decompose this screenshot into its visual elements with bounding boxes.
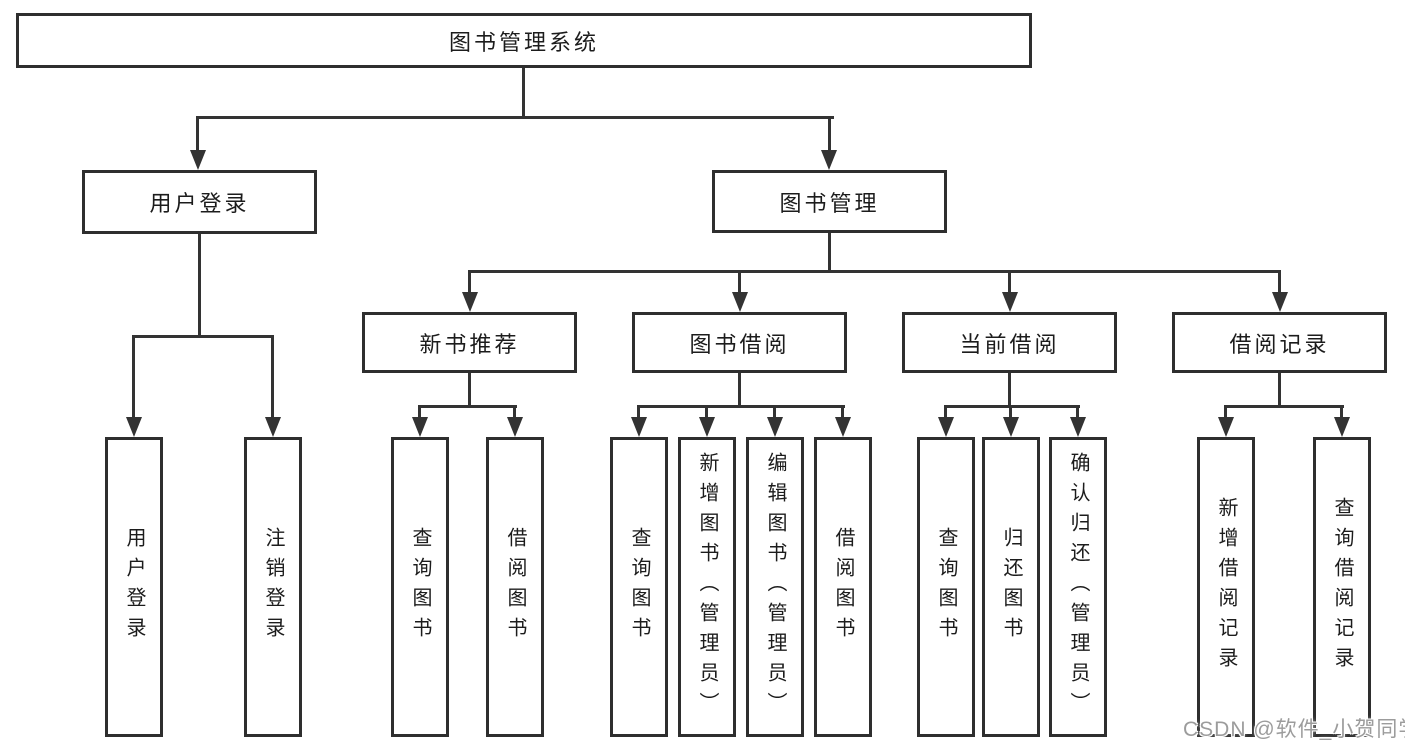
connector-line <box>1008 272 1011 294</box>
node-borrow-records: 借阅记录 <box>1172 312 1387 373</box>
connector-line <box>1278 373 1281 407</box>
connector-line <box>1076 407 1079 419</box>
arrow-down-icon <box>507 417 523 437</box>
connector-line <box>944 405 1080 408</box>
arrow-down-icon <box>126 417 142 437</box>
watermark: CSDN @软件_小贺同学 <box>1183 718 1405 741</box>
node-label: 查询图书 <box>409 527 431 647</box>
connector-line <box>1009 407 1012 419</box>
node-label: 编辑图书（管理员） <box>764 452 786 722</box>
node-label: 查询借阅记录 <box>1331 497 1353 677</box>
node-leaf-borrow-books: 借阅图书 <box>814 437 872 737</box>
connector-line <box>738 373 741 407</box>
connector-line <box>468 270 1281 273</box>
connector-line <box>828 118 831 152</box>
connector-line <box>637 407 640 419</box>
connector-line <box>468 272 471 294</box>
node-leaf-borrow-books-recommend: 借阅图书 <box>486 437 544 737</box>
arrow-down-icon <box>1218 417 1234 437</box>
connector-line <box>944 407 947 419</box>
node-leaf-confirm-return-admin: 确认归还（管理员） <box>1049 437 1107 737</box>
node-label: 注销登录 <box>262 527 284 647</box>
connector-line <box>773 407 776 419</box>
connector-line <box>1224 405 1344 408</box>
node-leaf-add-books-admin: 新增图书（管理员） <box>678 437 736 737</box>
connector-line <box>1278 272 1281 294</box>
arrow-down-icon <box>732 292 748 312</box>
node-label: 确认归还（管理员） <box>1067 452 1089 722</box>
node-label: 归还图书 <box>1000 527 1022 647</box>
arrow-down-icon <box>1334 417 1350 437</box>
node-leaf-add-borrow-record: 新增借阅记录 <box>1197 437 1255 737</box>
node-leaf-query-borrow-record: 查询借阅记录 <box>1313 437 1371 737</box>
arrow-down-icon <box>1070 417 1086 437</box>
arrow-down-icon <box>1003 417 1019 437</box>
arrow-down-icon <box>412 417 428 437</box>
node-current-borrow: 当前借阅 <box>902 312 1117 373</box>
node-label: 借阅图书 <box>832 527 854 647</box>
node-label: 当前借阅 <box>959 331 1060 357</box>
connector-line <box>705 407 708 419</box>
node-label: 借阅记录 <box>1229 331 1330 357</box>
arrow-down-icon <box>1272 292 1288 312</box>
node-new-book-recommend: 新书推荐 <box>362 312 577 373</box>
node-label: 用户登录 <box>123 527 145 647</box>
connector-line <box>1008 373 1011 407</box>
connector-line <box>522 68 525 118</box>
connector-line <box>132 337 135 419</box>
connector-line <box>1340 407 1343 419</box>
connector-line <box>637 405 845 408</box>
connector-line <box>198 234 201 337</box>
connector-line <box>132 335 274 338</box>
arrow-down-icon <box>1002 292 1018 312</box>
node-leaf-query-books-current: 查询图书 <box>917 437 975 737</box>
connector-line <box>738 272 741 294</box>
node-leaf-query-books-borrow: 查询图书 <box>610 437 668 737</box>
arrow-down-icon <box>190 150 206 170</box>
node-root-label: 图书管理系统 <box>448 29 599 55</box>
node-label: 新书推荐 <box>419 331 520 357</box>
arrow-down-icon <box>835 417 851 437</box>
node-label: 用户登录 <box>149 191 250 216</box>
node-label: 图书管理 <box>779 190 880 216</box>
node-label: 查询图书 <box>935 527 957 647</box>
arrow-down-icon <box>462 292 478 312</box>
connector-line <box>841 407 844 419</box>
arrow-down-icon <box>631 417 647 437</box>
node-book-borrow: 图书借阅 <box>632 312 847 373</box>
arrow-down-icon <box>938 417 954 437</box>
arrow-down-icon <box>699 417 715 437</box>
node-leaf-return-books: 归还图书 <box>982 437 1040 737</box>
arrow-down-icon <box>821 150 837 170</box>
node-label: 新增图书（管理员） <box>696 452 718 722</box>
connector-line <box>271 337 274 419</box>
node-leaf-logout: 注销登录 <box>244 437 302 737</box>
connector-line <box>418 407 421 419</box>
node-label: 借阅图书 <box>504 527 526 647</box>
node-label: 图书借阅 <box>689 331 790 357</box>
node-leaf-query-books-recommend: 查询图书 <box>391 437 449 737</box>
connector-line <box>513 407 516 419</box>
connector-line <box>1224 407 1227 419</box>
node-leaf-edit-books-admin: 编辑图书（管理员） <box>746 437 804 737</box>
node-leaf-user-login: 用户登录 <box>105 437 163 737</box>
arrow-down-icon <box>265 417 281 437</box>
node-user-login: 用户登录 <box>82 170 317 234</box>
connector-line <box>468 373 471 407</box>
connector-line <box>418 405 517 408</box>
arrow-down-icon <box>767 417 783 437</box>
connector-line <box>196 118 199 152</box>
node-label: 新增借阅记录 <box>1215 497 1237 677</box>
connector-line <box>828 233 831 272</box>
node-book-management: 图书管理 <box>712 170 947 233</box>
node-root: 图书管理系统 <box>16 13 1032 68</box>
connector-line <box>196 116 834 119</box>
node-label: 查询图书 <box>628 527 650 647</box>
